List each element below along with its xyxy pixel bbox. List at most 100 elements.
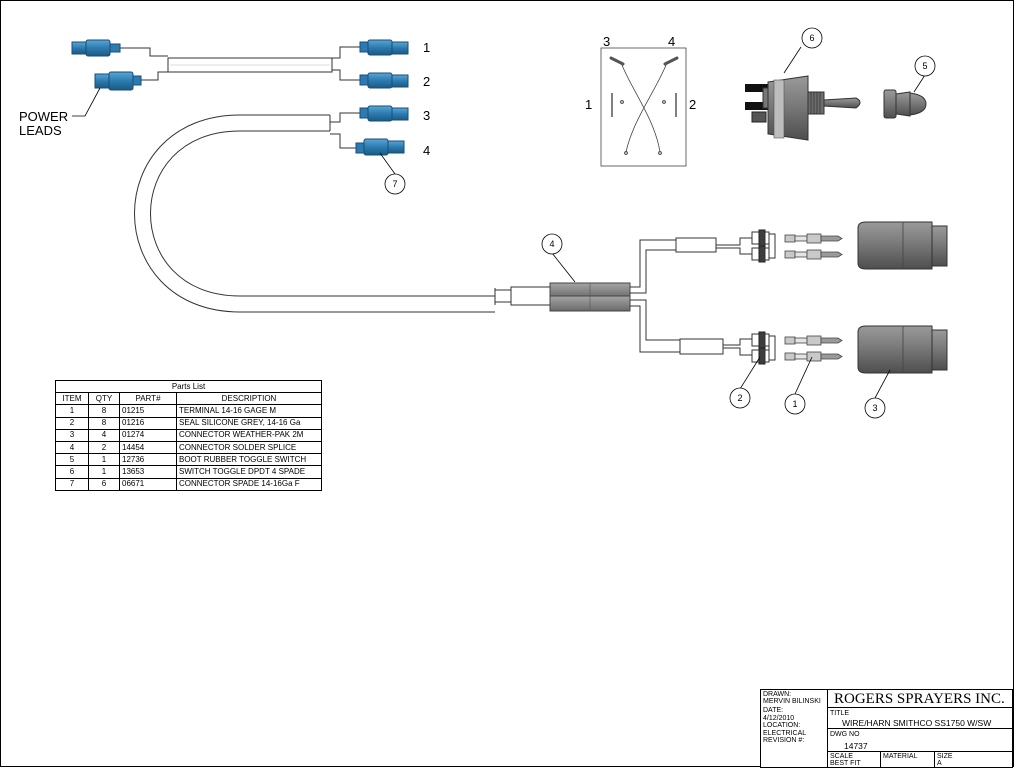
location-value: ELECTRICAL [763, 730, 807, 737]
scale-value: BEST FIT [830, 760, 861, 767]
balloon-1: 1 [784, 393, 806, 415]
table-row: 4 2 14454 CONNECTOR SOLDER SPLICE [55, 440, 322, 455]
date-value: 4/12/2010 [763, 715, 795, 722]
power-lead-wires [120, 46, 360, 149]
spade-connector-lead-3 [359, 105, 409, 122]
spade-connector-lead-4 [355, 138, 405, 156]
cell-description: CONNECTOR SOLDER SPLICE [176, 440, 322, 455]
svg-text:3: 3 [872, 403, 877, 413]
seal-lower [751, 331, 776, 365]
balloon-5: 5 [914, 55, 936, 77]
company-name: ROGERS SPRAYERS INC. [834, 691, 1005, 707]
cell-item: 2 [55, 416, 89, 430]
solder-splice [549, 282, 631, 312]
cell-qty: 2 [88, 440, 120, 455]
lead-number-4: 4 [423, 143, 430, 158]
power-leads-label-line1: POWER [19, 109, 68, 124]
svg-text:7: 7 [392, 179, 397, 189]
cell-item: 5 [55, 453, 89, 467]
svg-text:1: 1 [792, 399, 797, 409]
size-label: SIZE [937, 753, 953, 760]
col-header-description: DESCRIPTION [176, 392, 322, 406]
parts-list-title: Parts List [55, 379, 322, 394]
dwg-no-value: 14737 [844, 741, 868, 751]
parts-list-header: ITEM QTY PART# DESCRIPTION [55, 392, 322, 406]
title-cell: TITLE WIRE/HARN SMITHCO SS1750 W/SW [827, 707, 1013, 729]
cell-description: SEAL SILICONE GREY, 14-16 Ga [176, 416, 322, 430]
branch-wires [630, 237, 752, 356]
terminals-upper [784, 233, 843, 260]
switch-terminal-4-label: 4 [668, 34, 675, 49]
balloon-4: 4 [541, 233, 563, 255]
lead-number-1: 1 [423, 40, 430, 55]
date-label: DATE: [763, 707, 784, 714]
cell-description: CONNECTOR SPADE 14-16Ga F [176, 477, 322, 491]
parts-list-table: Parts List ITEM QTY PART# DESCRIPTION 1 … [55, 379, 322, 491]
cell-part: 01216 [119, 416, 177, 430]
cell-item: 7 [55, 477, 89, 491]
cell-qty: 1 [88, 453, 120, 467]
balloon-leaders [379, 46, 926, 399]
table-row: 3 4 01274 CONNECTOR WEATHER-PAK 2M [55, 428, 322, 442]
table-row: 2 8 01216 SEAL SILICONE GREY, 14-16 Ga [55, 416, 322, 430]
spade-connector-power-1 [71, 39, 121, 57]
spade-connector-power-2 [94, 71, 142, 91]
cell-item: 6 [55, 465, 89, 479]
title-block: DRAWN: MERVIN BILINSKI DATE: 4/12/2010 L… [760, 689, 1013, 768]
lead-number-3: 3 [423, 108, 430, 123]
size-cell: SIZE A [934, 751, 1013, 768]
cell-part: 12736 [119, 453, 177, 467]
main-cable-inner [135, 115, 495, 312]
terminals-lower [784, 335, 843, 362]
cell-description: CONNECTOR WEATHER-PAK 2M [176, 428, 322, 442]
table-row: 1 8 01215 TERMINAL 14-16 GAGE M [55, 404, 322, 418]
switch-terminal-2-label: 2 [689, 97, 696, 112]
location-label: LOCATION: [763, 722, 801, 729]
weather-pak-connector-upper [857, 221, 948, 270]
dwg-no-label: DWG NO [830, 731, 860, 738]
cell-part: 01215 [119, 404, 177, 418]
weather-pak-connector-lower [857, 325, 948, 374]
power-leads-label-line2: LEADS [19, 123, 62, 138]
cell-qty: 4 [88, 428, 120, 442]
svg-text:4: 4 [549, 239, 554, 249]
cell-description: TERMINAL 14-16 GAGE M [176, 404, 322, 418]
switch-terminal-3-label: 3 [603, 34, 610, 49]
lead-number-2: 2 [423, 74, 430, 89]
cell-item: 1 [55, 404, 89, 418]
balloon-7: 7 [384, 173, 406, 195]
cell-part: 06671 [119, 477, 177, 491]
cell-item: 4 [55, 440, 89, 455]
cell-qty: 1 [88, 465, 120, 479]
cell-part: 13653 [119, 465, 177, 479]
size-value: A [937, 760, 942, 767]
dwg-no-cell: DWG NO 14737 [827, 728, 1013, 752]
cell-qty: 8 [88, 416, 120, 430]
toggle-switch [745, 75, 861, 141]
balloon-6: 6 [801, 27, 823, 49]
material-cell: MATERIAL [880, 751, 935, 768]
table-row: 5 1 12736 BOOT RUBBER TOGGLE SWITCH [55, 453, 322, 467]
material-label: MATERIAL [883, 753, 918, 760]
cell-part: 14454 [119, 440, 177, 455]
spade-connector-lead-2 [359, 72, 409, 89]
table-row: 6 1 13653 SWITCH TOGGLE DPDT 4 SPADE [55, 465, 322, 479]
power-leads-leader [72, 87, 101, 117]
company-cell: ROGERS SPRAYERS INC. [827, 689, 1013, 708]
switch-terminal-1-label: 1 [585, 97, 592, 112]
cell-description: BOOT RUBBER TOGGLE SWITCH [176, 453, 322, 467]
cell-item: 3 [55, 428, 89, 442]
rubber-boot [883, 89, 927, 119]
scale-cell: SCALE BEST FIT [827, 751, 881, 768]
title-label: TITLE [830, 710, 850, 717]
col-header-part: PART# [119, 392, 177, 406]
drawn-label: DRAWN: [763, 691, 792, 698]
title-value: WIRE/HARN SMITHCO SS1750 W/SW [842, 718, 992, 728]
spade-connector-lead-1 [359, 39, 409, 56]
col-header-item: ITEM [55, 392, 89, 406]
scale-label: SCALE [830, 753, 853, 760]
svg-text:5: 5 [922, 61, 927, 71]
seal-upper [751, 229, 776, 263]
